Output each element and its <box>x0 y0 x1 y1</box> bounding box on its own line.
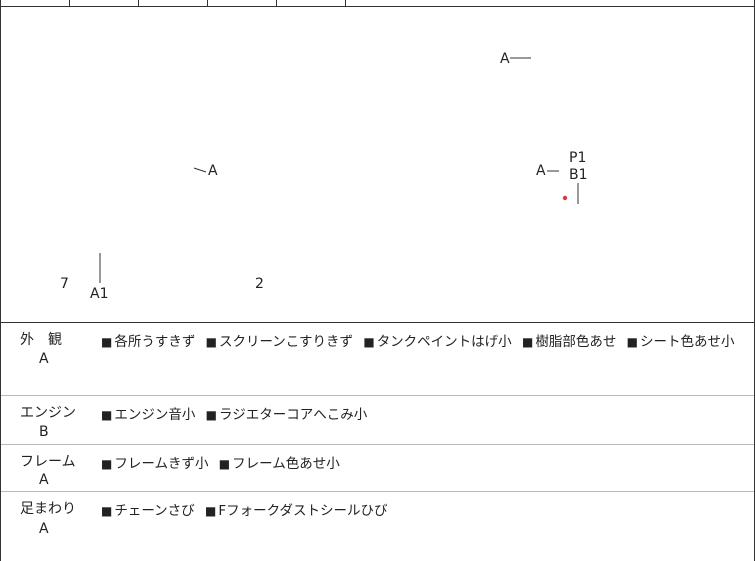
item-text: 各所うすきず <box>114 334 196 350</box>
section-grade: B <box>39 424 49 440</box>
header-table-row <box>1 0 754 7</box>
section-grade: A <box>39 521 49 537</box>
bullet-icon: ■ <box>363 335 375 349</box>
bullet-icon: ■ <box>204 504 217 518</box>
damage-diagram: A A 7 A1 2 A P1 B1 <box>1 7 754 323</box>
bullet-icon: ■ <box>205 335 217 349</box>
section-name: エンジン <box>20 405 76 421</box>
section-items: ■エンジン音小 ■ラジエターコアへこみ小 <box>101 403 373 423</box>
section-chassis: 足まわり A ■チェーンさび ■Fフォークダストシールひび <box>1 493 754 561</box>
section-items: ■各所うすきず ■スクリーンこすりきず ■タンクペイントはげ小 ■樹脂部色あせ … <box>101 330 740 350</box>
header-cell <box>1 0 70 6</box>
header-cell <box>70 0 139 6</box>
section-name: 足まわり <box>20 501 76 517</box>
left-damage-label-a: A <box>208 163 218 179</box>
section-grade: A <box>39 351 49 367</box>
bullet-icon: ■ <box>521 335 534 349</box>
section-items: ■フレームきず小 ■フレーム色あせ小 <box>101 452 346 472</box>
top-view-label: A <box>500 51 510 67</box>
section-grade: A <box>39 472 49 488</box>
motorcycle-diagram-svg: A A 7 A1 2 A P1 B1 <box>60 51 588 302</box>
item-text: フレーム色あせ小 <box>232 456 340 472</box>
damage-marker <box>562 195 568 201</box>
item-text: ラジエターコアへこみ小 <box>218 407 368 423</box>
section-frame: フレーム A ■フレームきず小 ■フレーム色あせ小 <box>1 446 754 492</box>
item-text: エンジン音小 <box>114 407 196 423</box>
header-cell <box>277 0 346 6</box>
section-name: 外 観 <box>20 332 62 348</box>
bullet-icon: ■ <box>218 457 231 471</box>
item-text: フレームきず小 <box>114 456 209 472</box>
right-damage-label-a: A <box>536 163 546 179</box>
right-damage-label-b1: B1 <box>569 167 588 183</box>
bullet-icon: ■ <box>101 504 113 518</box>
bullet-icon: ■ <box>205 408 217 422</box>
left-damage-label-a1: A1 <box>90 286 108 302</box>
left-damage-label-2: 2 <box>255 276 264 292</box>
header-cell <box>139 0 208 6</box>
bullet-icon: ■ <box>101 408 113 422</box>
section-name: フレーム <box>20 454 76 470</box>
bullet-icon: ■ <box>626 335 638 349</box>
header-cell <box>208 0 277 6</box>
item-text: 樹脂部色あせ <box>535 334 617 350</box>
section-exterior: 外 観 A ■各所うすきず ■スクリーンこすりきず ■タンクペイントはげ小 ■樹… <box>1 323 754 396</box>
left-damage-label-7: 7 <box>60 276 69 292</box>
bullet-icon: ■ <box>101 335 113 349</box>
item-text: チェーンさび <box>114 503 195 519</box>
item-text: タンクペイントはげ小 <box>376 334 512 350</box>
item-text: スクリーンこすりきず <box>218 334 354 350</box>
right-damage-label-p1: P1 <box>569 150 586 166</box>
bullet-icon: ■ <box>101 457 113 471</box>
section-engine: エンジン B ■エンジン音小 ■ラジエターコアへこみ小 <box>1 397 754 445</box>
section-items: ■チェーンさび ■Fフォークダストシールひび <box>101 499 394 519</box>
item-text: Fフォークダストシールひび <box>218 503 388 519</box>
item-text: シート色あせ小 <box>639 334 735 350</box>
